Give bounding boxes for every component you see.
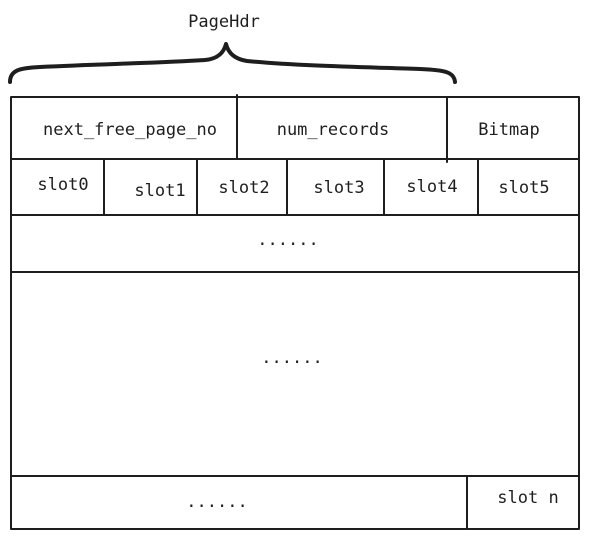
header-field-num-records: num_records	[277, 120, 390, 140]
page-header-label: PageHdr	[188, 12, 260, 32]
slot-1: slot1	[134, 181, 185, 201]
page-header-brace	[8, 42, 457, 84]
slot-0: slot0	[37, 175, 88, 195]
header-field-bitmap: Bitmap	[478, 120, 539, 140]
header-field-next-free-page-no: next_free_page_no	[43, 120, 217, 140]
slot-n: slot n	[497, 488, 558, 508]
slot-5: slot5	[498, 178, 549, 198]
slot-4: slot4	[406, 177, 457, 197]
slot-3: slot3	[313, 178, 364, 198]
page-frame	[10, 96, 580, 530]
ellipsis-body: ......	[261, 348, 322, 368]
ellipsis-last-row: ......	[186, 492, 247, 512]
slot-2: slot2	[218, 178, 269, 198]
ellipsis-row: ......	[257, 230, 318, 250]
